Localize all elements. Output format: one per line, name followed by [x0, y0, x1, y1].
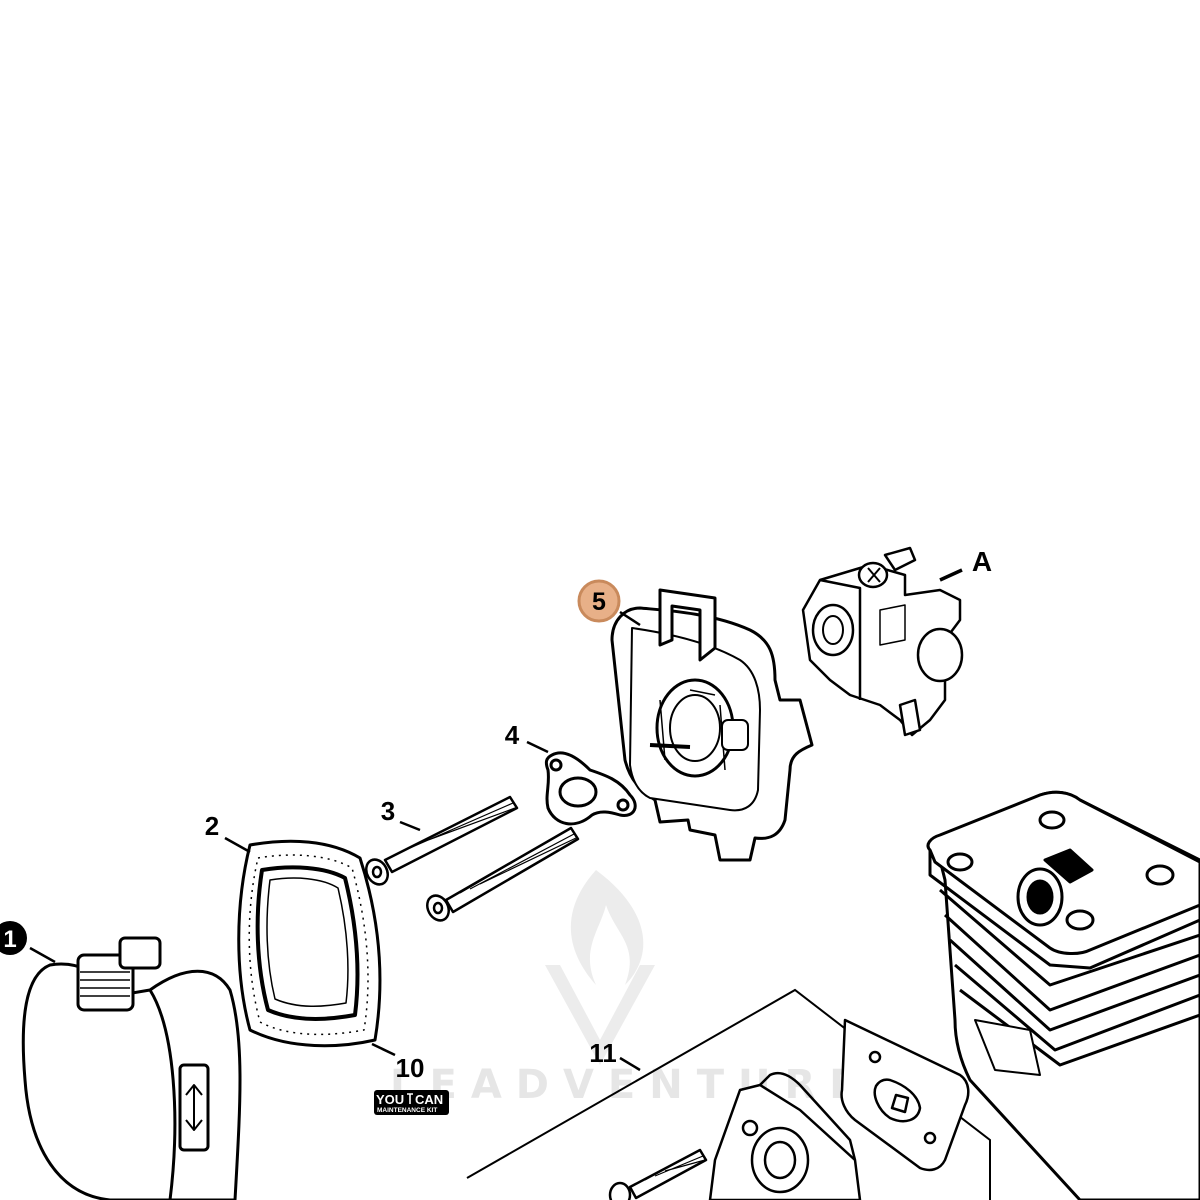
callout-1-badge: [0, 921, 27, 955]
callout-11-label[interactable]: 11: [589, 1038, 617, 1068]
kit-badge-you: YOU: [376, 1092, 404, 1107]
callout-A-label[interactable]: A: [972, 546, 992, 577]
callout-5[interactable]: 5: [577, 579, 621, 623]
wrench-icon: [407, 1093, 413, 1104]
part-11-gasket[interactable]: [840, 1018, 970, 1172]
callout-2-label[interactable]: 2: [205, 811, 219, 841]
leader-line-5: [619, 610, 641, 627]
kit-badge-background: [374, 1090, 449, 1115]
callout-1[interactable]: 1: [0, 921, 27, 955]
leader-line-11: [619, 1056, 641, 1072]
part-11-box[interactable]: [466, 988, 991, 1200]
watermark-logo-icon: [545, 870, 655, 1065]
leader-line-A: [939, 568, 963, 582]
callout-1-label: 1: [3, 926, 16, 953]
part-5-intake-flange[interactable]: [610, 588, 814, 862]
leader-line-4: [526, 740, 549, 754]
callout-5-highlight: [577, 579, 621, 623]
kit-badge-subtitle: MAINTENANCE KIT: [377, 1107, 437, 1114]
part-3-bolts[interactable]: [362, 795, 580, 924]
callout-4-label[interactable]: 4: [505, 720, 520, 750]
part-11-bolt[interactable]: [608, 1148, 708, 1200]
leader-line-3: [399, 820, 421, 832]
engine-cylinder[interactable]: [926, 790, 1200, 1200]
part-4-spacer[interactable]: [544, 751, 637, 826]
part-2-filter-element[interactable]: [237, 839, 382, 1048]
callout-10-label[interactable]: 10: [396, 1053, 425, 1083]
callout-3-label[interactable]: 3: [381, 796, 395, 826]
leader-line-1: [29, 946, 56, 964]
kit-badge-can: CAN: [415, 1092, 443, 1107]
maintenance-kit-badge: YOU CAN MAINTENANCE KIT: [374, 1090, 449, 1115]
leader-lines: [29, 568, 963, 1072]
callout-5-label: 5: [592, 588, 606, 616]
leader-line-10: [371, 1042, 396, 1057]
carburetor-assembly[interactable]: [801, 546, 964, 737]
part-1-filter-cover[interactable]: [21, 936, 242, 1200]
leader-line-2: [224, 836, 251, 854]
part-11-intake-manifold[interactable]: [708, 1071, 862, 1200]
